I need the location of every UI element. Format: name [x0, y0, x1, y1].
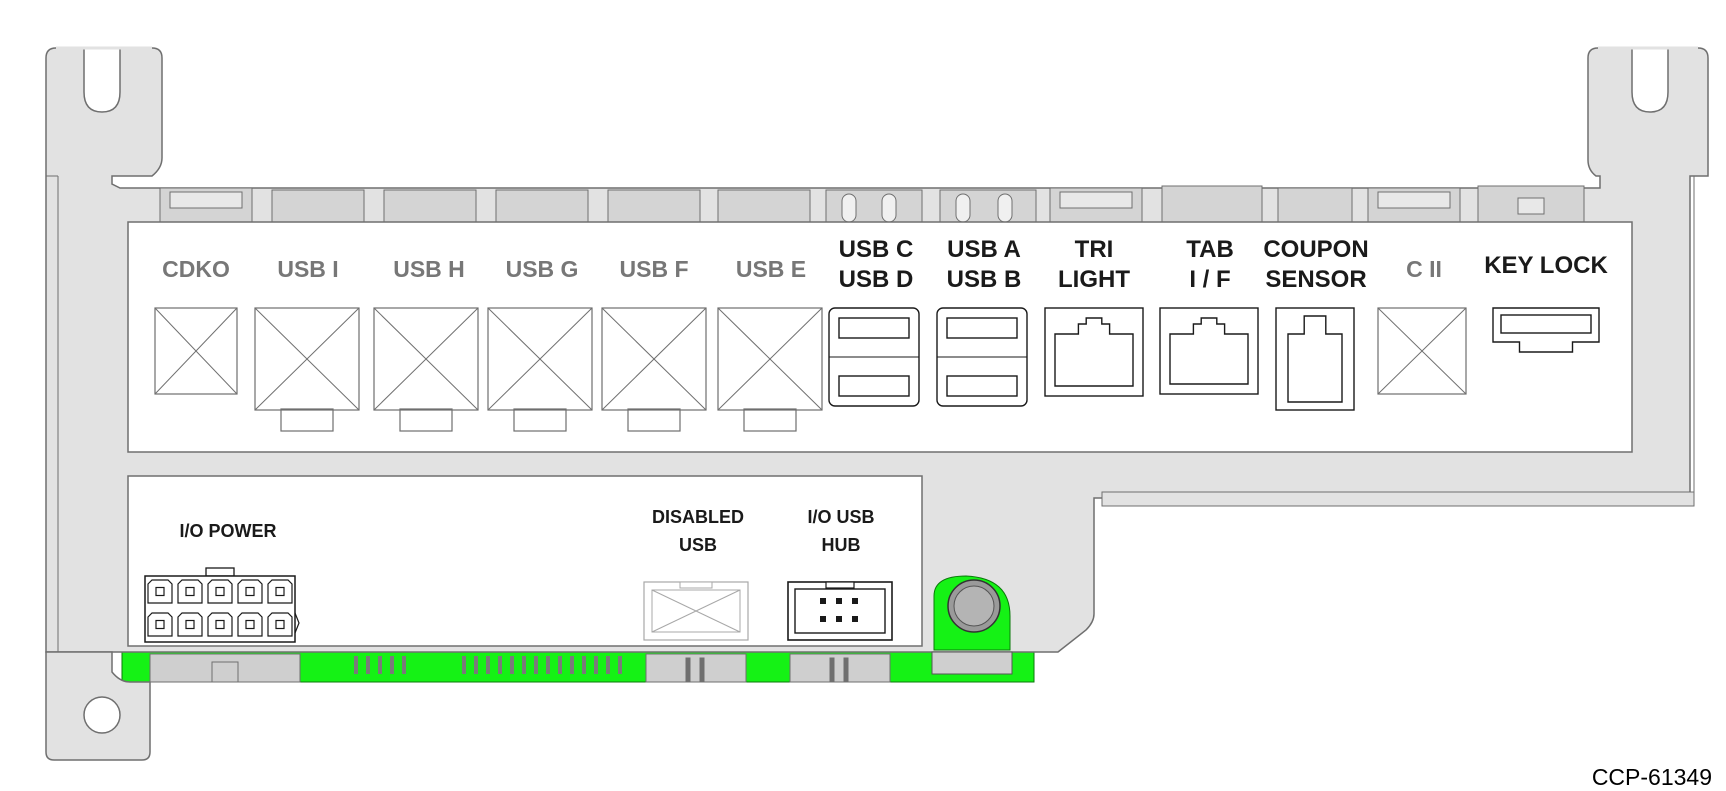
io-usb-hub-label-line-2: HUB	[821, 535, 861, 555]
right-mounting-slot	[1631, 47, 1669, 113]
c-ii-port	[1377, 307, 1467, 395]
rj45-port-icon	[1159, 307, 1259, 395]
usb-ab-port	[936, 307, 1028, 407]
tab-if-port	[1159, 307, 1259, 395]
disabled-usb-port-icon	[643, 581, 749, 641]
left-mounting-slot	[83, 47, 121, 113]
key-lock-port	[1492, 307, 1600, 353]
usb-h-port	[373, 307, 479, 432]
usb-f-port	[601, 307, 707, 432]
rj11-port-icon	[1275, 307, 1355, 411]
top-port-icons	[154, 307, 1600, 432]
coupon-sensor-label-line-2: SENSOR	[1265, 266, 1367, 293]
disabled-usb-label-line-2: USB	[678, 535, 718, 555]
unused-port-x-icon	[1377, 307, 1467, 395]
coupon-sensor-port	[1275, 307, 1355, 411]
unused-port-x-icon	[487, 307, 593, 432]
key-lock-label-line-1: KEY LOCK	[1484, 252, 1608, 279]
tri-light-port	[1044, 307, 1144, 397]
usb-g-port	[487, 307, 593, 432]
cdko-port	[154, 307, 238, 395]
usb-cd-label-line-2: USB D	[838, 266, 914, 293]
rj45-port-icon	[1044, 307, 1144, 397]
coupon-sensor-label-line-1: COUPON	[1263, 236, 1369, 263]
usb-cd-label-line-1: USB C	[838, 236, 914, 263]
usb-hub-header-icon	[787, 581, 893, 641]
io-power-label-line-1: I/O POWER	[179, 521, 277, 541]
disabled-usb-port	[643, 581, 749, 641]
tri-light-label-line-2: LIGHT	[1058, 266, 1130, 293]
usb-ab-label-line-1: USB A	[947, 236, 1021, 263]
tri-light-label-line-1: TRI	[1074, 236, 1114, 263]
usb-e-label-line-1: USB E	[735, 256, 807, 282]
usb-h-label-line-1: USB H	[393, 256, 465, 282]
usb-cd-port	[828, 307, 920, 407]
usb-g-label-line-1: USB G	[505, 256, 579, 282]
coin-cell-battery	[931, 575, 1013, 675]
dual-usb-port-icon	[828, 307, 920, 407]
usb-edge-slots	[841, 193, 1013, 223]
io-usb-hub-port	[787, 581, 893, 641]
dual-usb-port-icon	[936, 307, 1028, 407]
unused-port-x-icon	[154, 307, 238, 395]
disabled-usb-label-line-1: DISABLED	[651, 507, 745, 527]
tab-if-label-line-1: TAB	[1186, 236, 1234, 263]
bracket-inner-rail	[1101, 491, 1695, 507]
io-usb-hub-label-line-1: I/O USB	[807, 507, 875, 527]
usb-i-label-line-1: USB I	[277, 256, 339, 282]
cdko-label-line-1: CDKO	[162, 256, 230, 282]
ten-pin-power-connector-icon	[144, 567, 300, 643]
io-power-port	[144, 567, 300, 643]
usb-e-port	[717, 307, 823, 432]
usb-i-port	[254, 307, 360, 432]
pcb-edge-pins	[354, 656, 1002, 674]
figure-id: CCP-61349	[1591, 764, 1712, 790]
key-lock-port-icon	[1492, 307, 1600, 353]
usb-ab-label-line-2: USB B	[946, 266, 1022, 293]
usb-f-label-line-1: USB F	[619, 256, 689, 282]
unused-port-x-icon	[717, 307, 823, 432]
unused-port-x-icon	[254, 307, 360, 432]
tab-if-label-line-2: I / F	[1189, 266, 1231, 293]
bottom-edge-connectors	[149, 653, 891, 683]
unused-port-x-icon	[373, 307, 479, 432]
c-ii-label-line-1: C II	[1406, 256, 1442, 282]
mounting-hole	[83, 696, 121, 734]
unused-port-x-icon	[601, 307, 707, 432]
bottom-port-icons	[144, 567, 893, 643]
top-edge-connectors	[159, 185, 1585, 227]
